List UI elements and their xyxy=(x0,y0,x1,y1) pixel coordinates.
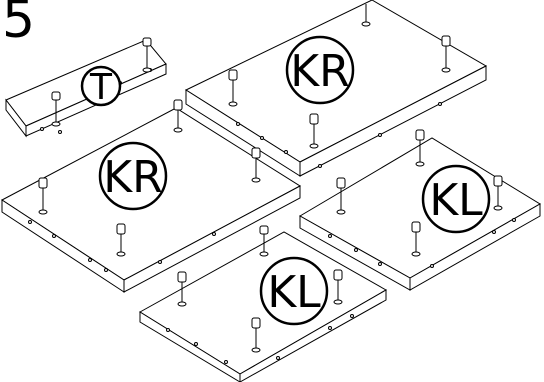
cam-pin-icon xyxy=(38,177,48,215)
cam-pin-icon xyxy=(361,4,371,27)
panel-KR-left: KR xyxy=(1,99,301,293)
cam-pin-icon xyxy=(493,175,503,211)
panel-T: T xyxy=(5,37,167,138)
cam-pin-icon xyxy=(173,99,183,133)
cam-pin-icon xyxy=(415,129,425,167)
cam-pin-icon xyxy=(309,113,319,149)
cam-pin-icon xyxy=(251,317,261,353)
cam-pin-icon xyxy=(411,221,421,257)
cam-pin-icon xyxy=(142,37,152,73)
panel-label: KR xyxy=(103,152,162,203)
cam-pin-icon xyxy=(228,69,238,107)
panel-label: T xyxy=(89,67,113,108)
panel-KL-right: KL xyxy=(298,129,541,291)
cam-pin-icon xyxy=(177,271,187,307)
cam-pin-icon xyxy=(251,147,261,183)
cam-pin-icon xyxy=(333,269,343,305)
panel-label: KL xyxy=(267,267,321,318)
step-number: 5 xyxy=(2,0,36,50)
panel-label: KL xyxy=(429,175,483,226)
panel-KR-top: KR xyxy=(184,0,488,177)
cam-pin-icon xyxy=(51,91,61,127)
cam-pin-icon xyxy=(336,177,346,215)
cam-pin-icon xyxy=(259,225,269,257)
cam-pin-icon xyxy=(116,223,126,257)
panel-label: KR xyxy=(290,46,349,97)
cam-pin-icon xyxy=(441,35,451,73)
panel-KL-bottom: KL xyxy=(139,225,388,382)
